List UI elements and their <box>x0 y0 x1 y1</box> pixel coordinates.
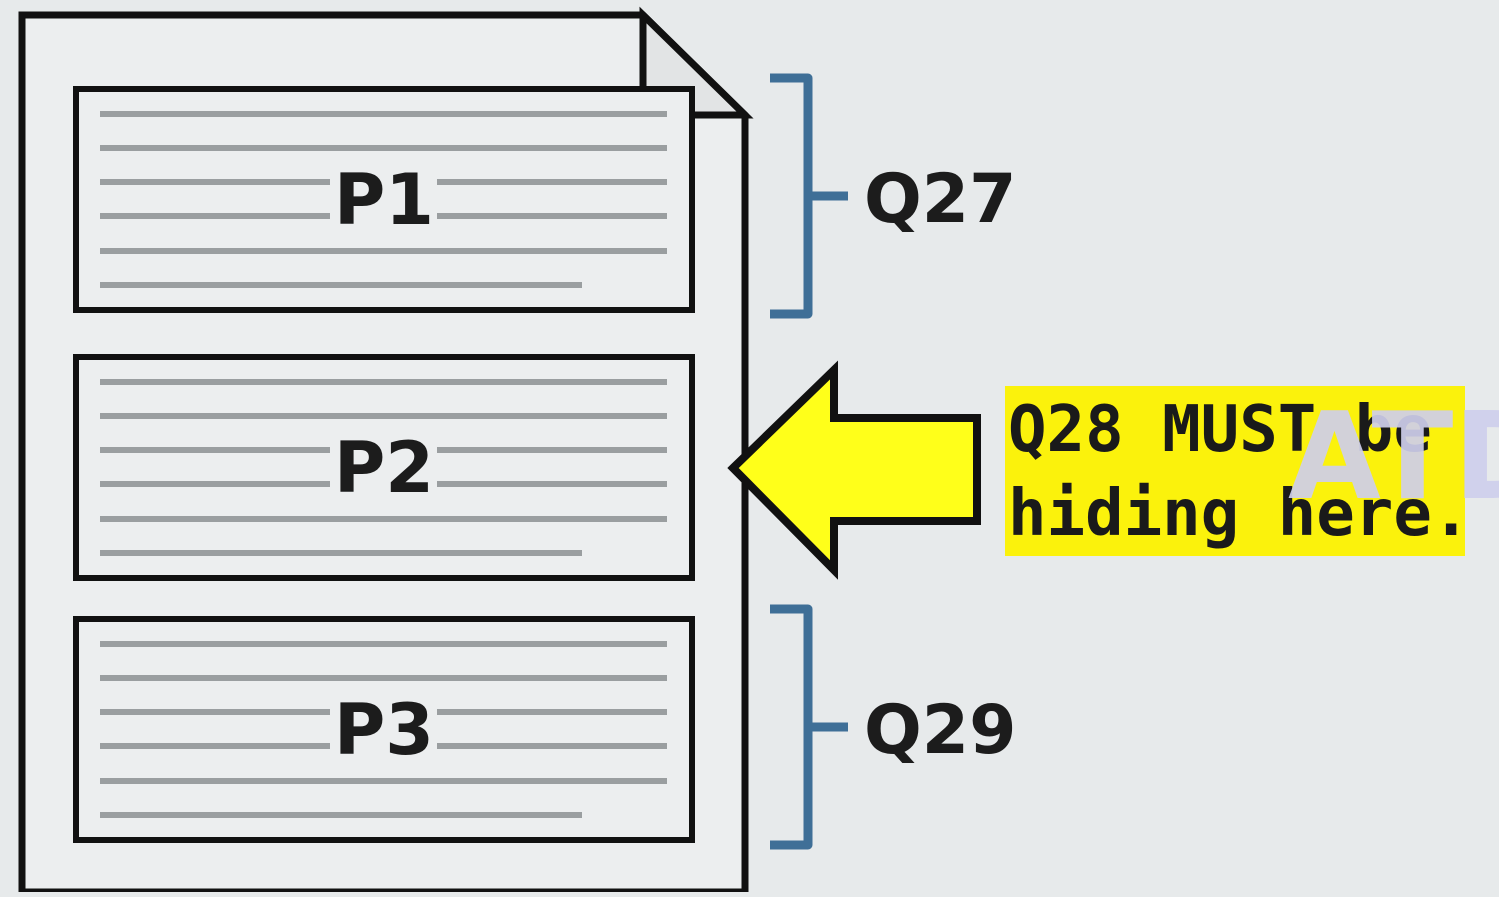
bracket-q27: Q27 <box>770 73 1016 319</box>
passage-label-p1: P1 <box>334 159 434 241</box>
bracket-q29-shape <box>770 604 848 850</box>
bracket-q29: Q29 <box>770 604 1016 850</box>
callout-line-2: hiding here. <box>1008 477 1471 551</box>
arrow-left-icon <box>727 360 981 580</box>
passage-box-outline <box>73 616 695 843</box>
question-label-q29: Q29 <box>864 691 1016 770</box>
passage-label-p2: P2 <box>334 427 434 509</box>
passage-label-p3: P3 <box>334 689 434 771</box>
watermark: ATD <box>1288 388 1499 527</box>
passage-box-outline <box>73 354 695 581</box>
bracket-q27-shape <box>770 73 848 319</box>
passage-box-p2: P2 <box>73 354 695 581</box>
passage-box-outline <box>73 86 695 313</box>
callout-line-1: Q28 MUST be <box>1008 393 1432 467</box>
question-label-q27: Q27 <box>864 160 1016 239</box>
callout-text: Q28 MUST be hiding here. <box>1008 388 1470 556</box>
passage-box-p1: P1 <box>73 86 695 313</box>
callout-highlight <box>1005 386 1465 556</box>
passage-box-p3: P3 <box>73 616 695 843</box>
